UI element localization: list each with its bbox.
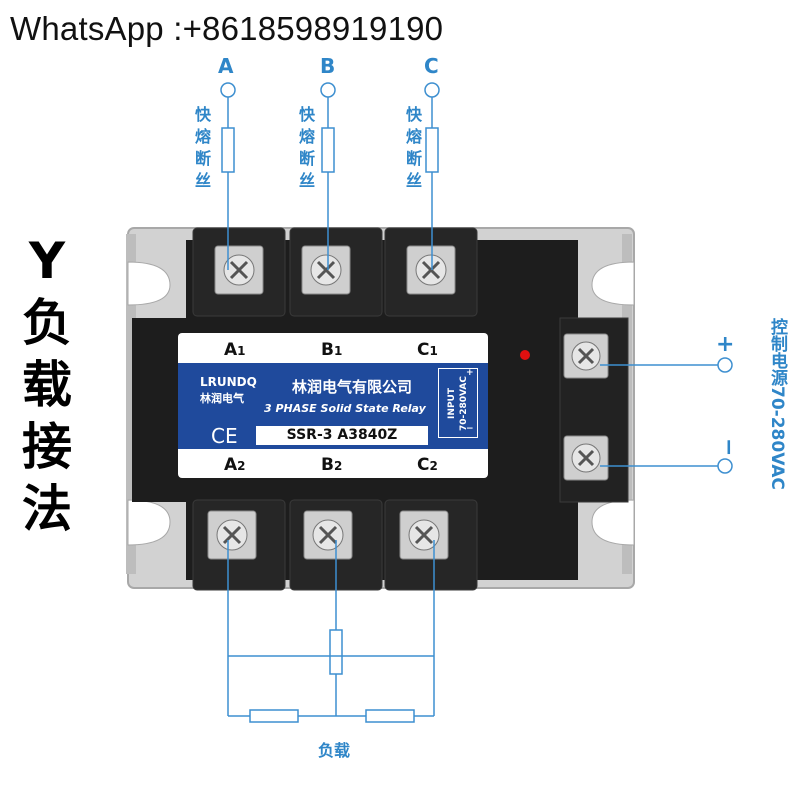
fuse-label-b: 快 熔 断 丝 [297, 104, 317, 192]
control-wires [600, 357, 733, 474]
fuse-label-c: 快 熔 断 丝 [404, 104, 424, 192]
input-label: INPUT [447, 387, 457, 419]
terminal-label-a1: A1 [224, 340, 246, 360]
terminal-letter: B [321, 455, 334, 475]
terminal-sub: 2 [333, 459, 343, 473]
terminal-letter: C [417, 340, 430, 360]
top-wires [220, 82, 440, 270]
input-minus: − [466, 424, 474, 434]
control-plus-label: + [716, 332, 735, 357]
diagram-title: Y 负 载 接 法 [14, 230, 80, 540]
load-label: 负载 [318, 741, 351, 760]
terminal-label-c1: C1 [417, 340, 438, 360]
terminal-sub: 2 [429, 459, 438, 473]
product-subtitle: 3 PHASE Solid State Relay [264, 402, 426, 415]
title-char: 接 [22, 418, 72, 476]
phase-label-b: B [320, 54, 336, 78]
ce-mark: CE [211, 424, 238, 448]
input-plus: + [466, 368, 474, 378]
terminal-letter: A [224, 455, 238, 475]
fuse-char: 快 [405, 105, 422, 124]
terminal-sub: 1 [333, 344, 343, 358]
fuse-char: 快 [298, 105, 315, 124]
model-number: SSR-3 A3840Z [256, 426, 428, 445]
terminal-letter: A [224, 340, 238, 360]
title-char: Y [28, 232, 66, 290]
fuse-char: 熔 [298, 127, 315, 146]
fuse-char: 丝 [405, 171, 422, 190]
terminal-sub: 2 [237, 459, 246, 473]
title-char: 载 [22, 356, 72, 414]
brand-logo: LRUNDQ [200, 375, 257, 389]
title-char: 法 [22, 480, 72, 538]
phase-label-a: A [218, 54, 234, 78]
input-range: 70-280VAC [459, 375, 469, 431]
fuse-char: 断 [298, 149, 315, 168]
whatsapp-watermark: WhatsApp :+8618598919190 [10, 10, 444, 47]
fuse-char: 丝 [298, 171, 315, 190]
control-power-label: 控制电源70-280VAC [767, 318, 787, 490]
fuse-char: 熔 [194, 127, 211, 146]
terminal-label-c2: C2 [417, 455, 438, 475]
brand-logo-cn: 林润电气 [200, 392, 244, 405]
indicator-led [520, 350, 530, 360]
company-name: 林润电气有限公司 [292, 378, 413, 396]
terminal-label-a2: A2 [224, 455, 246, 475]
terminal-letter: C [417, 455, 430, 475]
fuse-char: 熔 [405, 127, 422, 146]
load-wiring [227, 540, 435, 723]
fuse-char: 断 [194, 149, 211, 168]
terminal-screws [207, 245, 609, 560]
terminal-label-b1: B1 [321, 340, 342, 360]
input-rating-box [438, 368, 478, 438]
terminal-label-b2: B2 [321, 455, 342, 475]
terminal-letter: B [321, 340, 334, 360]
phase-label-c: C [424, 54, 439, 78]
terminal-sub: 1 [237, 344, 246, 358]
fuse-label-a: 快 熔 断 丝 [193, 104, 213, 192]
control-minus-label: − [716, 438, 741, 457]
fuse-char: 断 [405, 149, 422, 168]
fuse-char: 丝 [194, 171, 211, 190]
terminal-sub: 1 [429, 344, 438, 358]
fuse-char: 快 [194, 105, 211, 124]
title-char: 负 [22, 294, 72, 352]
